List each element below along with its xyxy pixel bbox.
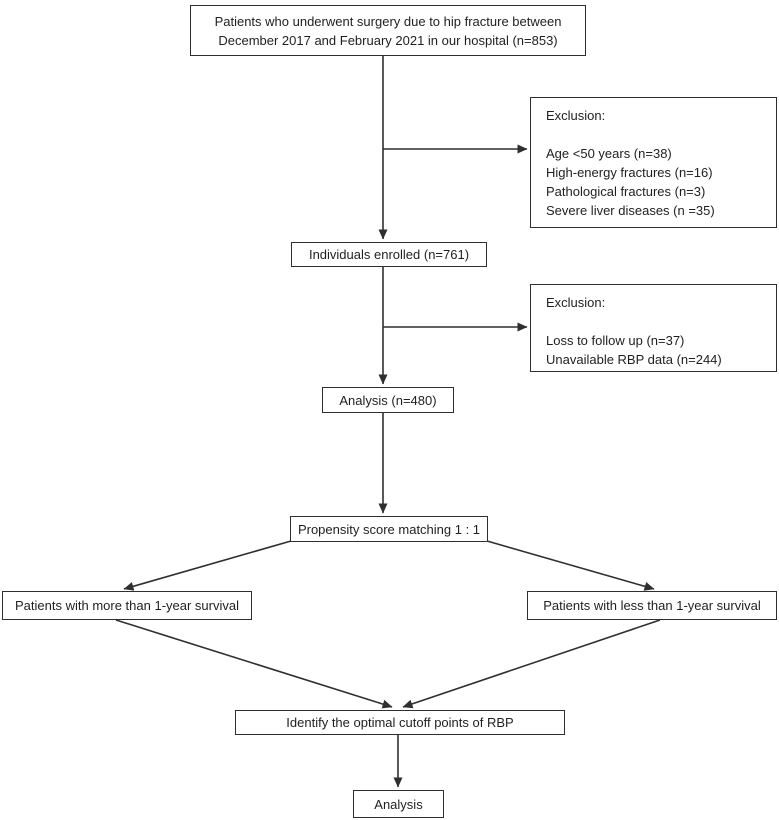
node-survival-more-than-1yr: Patients with more than 1-year survival: [2, 591, 252, 620]
arrow-survival-more-to-identify: [115, 619, 393, 709]
node-surgery-line2: December 2017 and February 2021 in our h…: [218, 32, 558, 48]
arrow-survival-less-to-identify: [402, 619, 661, 709]
exclusion1-item-pathological: Pathological fractures (n=3): [546, 184, 706, 199]
node-surgery-population: Patients who underwent surgery due to hi…: [190, 5, 586, 56]
node-surgery-line1: Patients who underwent surgery due to hi…: [214, 13, 562, 29]
node-individuals-enrolled: Individuals enrolled (n=761): [291, 242, 487, 267]
exclusion1-spacer: [546, 125, 766, 144]
exclusion1-item-liver: Severe liver diseases (n =35): [546, 203, 715, 218]
arrow-propensity-to-survival-less: [486, 540, 655, 591]
node-propensity-matching: Propensity score matching 1 : 1: [290, 516, 488, 542]
exclusion1-item-high-energy: High-energy fractures (n=16): [546, 165, 713, 180]
node-survival-less-than-1yr: Patients with less than 1-year survival: [527, 591, 777, 620]
exclusion1-item-age: Age <50 years (n=38): [546, 146, 672, 161]
node-analysis-480: Analysis (n=480): [322, 387, 454, 413]
exclusion2-title: Exclusion:: [546, 295, 606, 310]
exclusion2-item-followup: Loss to follow up (n=37): [546, 333, 685, 348]
exclusion2-item-rbp-data: Unavailable RBP data (n=244): [546, 352, 722, 367]
node-exclusion-1: Exclusion: Age <50 years (n=38) High-ene…: [530, 97, 777, 228]
exclusion2-spacer: [546, 312, 766, 331]
node-identify-cutoff: Identify the optimal cutoff points of RB…: [235, 710, 565, 735]
node-exclusion-2: Exclusion: Loss to follow up (n=37) Unav…: [530, 284, 777, 372]
arrow-propensity-to-survival-more: [123, 540, 292, 591]
node-analysis-final: Analysis: [353, 790, 444, 818]
exclusion1-title: Exclusion:: [546, 108, 606, 123]
